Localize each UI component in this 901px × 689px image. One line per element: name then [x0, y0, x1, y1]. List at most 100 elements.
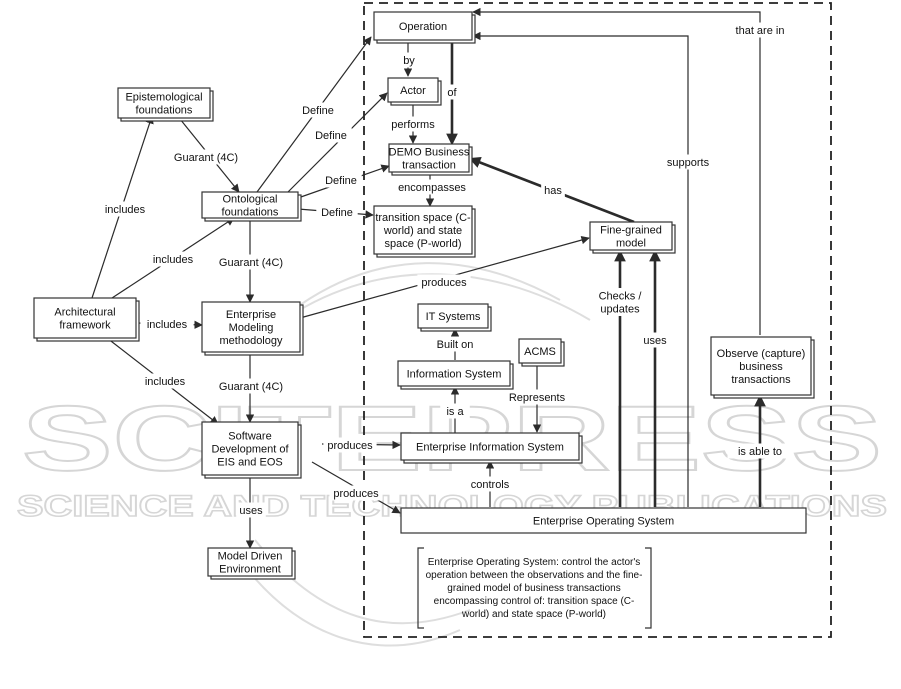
edge-observe-to-operation	[472, 7, 761, 335]
node-label: space (P-world)	[384, 238, 461, 250]
edge-label-bg	[236, 502, 266, 518]
node-information-system: Information System	[397, 360, 514, 390]
edge-label-controls: controls	[463, 476, 517, 492]
node-label: DEMO Business	[389, 147, 470, 159]
node-label: foundations	[222, 207, 279, 219]
edge-label-includes-1: includes	[98, 201, 152, 217]
edge-label-represents: Represents	[504, 389, 570, 405]
node-label: Information System	[407, 369, 502, 381]
edge-label-encompasses: encompasses	[396, 179, 468, 195]
edge-label-bg	[443, 84, 461, 100]
edge-label-includes-2: includes	[146, 251, 200, 267]
node-box	[33, 297, 137, 339]
edge-label-has: has	[541, 182, 565, 198]
edge-label-is-able-to: is able to	[727, 443, 793, 459]
node-label: Ontological	[222, 194, 277, 206]
edge-label-text: includes	[153, 254, 194, 266]
edge-label-bg	[140, 316, 194, 332]
node-box	[400, 507, 807, 534]
node-box	[589, 221, 673, 251]
node-label: Observe (capture)	[717, 348, 806, 360]
note-line: grained model of business transactions	[447, 583, 620, 594]
node-label: transition space (C-	[375, 212, 471, 224]
edge-label-bg	[396, 179, 468, 195]
node-box	[201, 191, 299, 219]
edge-label-bg	[727, 443, 793, 459]
node-label: Software	[228, 431, 271, 443]
system-boundary	[363, 2, 832, 638]
edge-label-text: uses	[643, 335, 667, 347]
node-label: Enterprise Information System	[416, 442, 564, 454]
node-label: Model Driven	[218, 551, 283, 563]
edge-label-text: supports	[667, 157, 710, 169]
edge-ontological-to-actor	[281, 92, 388, 199]
note-line: operation between the observations and t…	[426, 570, 643, 581]
node-it-systems: IT Systems	[417, 303, 492, 332]
node-label: Modeling	[229, 322, 274, 334]
node-label: Epistemological	[125, 92, 202, 104]
edge-label-text: Define	[325, 175, 357, 187]
node-label: transaction	[402, 160, 456, 172]
edge-label-text: Define	[302, 105, 334, 117]
node-box	[388, 143, 470, 173]
note-text: Enterprise Operating System: control the…	[426, 557, 643, 620]
node-box	[710, 336, 812, 396]
node-label: world) and state	[383, 225, 462, 237]
node-box	[207, 547, 293, 577]
edge-label-bg	[463, 476, 517, 492]
edge-label-bg	[167, 149, 245, 165]
edge-label-performs: performs	[386, 116, 440, 132]
edge-label-text: Define	[321, 207, 353, 219]
edge-label-define-4: Define	[316, 204, 358, 220]
node-label: ACMS	[524, 346, 556, 358]
edge-label-text: that are in	[736, 25, 785, 37]
edge-label-uses-1: uses	[236, 502, 266, 518]
edge-label-guarant-3: Guarant (4C)	[212, 378, 290, 394]
node-box	[373, 205, 473, 255]
edge-label-text: controls	[471, 479, 510, 491]
edge-label-bg	[98, 201, 152, 217]
edge-label-bg	[386, 116, 440, 132]
edge-label-uses-2: uses	[640, 332, 670, 348]
edge-label-bg	[400, 52, 418, 68]
edge-label-text: of	[447, 87, 457, 99]
node-box	[417, 303, 489, 329]
edge-label-bg	[593, 288, 647, 316]
edge-label-bg	[323, 437, 377, 453]
edge-label-text: Built on	[437, 339, 474, 351]
edge-label-define-1: Define	[297, 102, 339, 118]
edge-label-text: is able to	[738, 446, 782, 458]
node-label: EIS and EOS	[217, 457, 282, 469]
node-transition-space: transition space (C-world) and statespac…	[373, 205, 476, 258]
node-label: IT Systems	[426, 311, 481, 323]
edge-label-is-a: is a	[440, 403, 470, 419]
node-actor: Actor	[387, 77, 442, 106]
edge-label-produces-2: produces	[323, 437, 377, 453]
edge-label-text: produces	[421, 277, 467, 289]
edge-label-bg	[724, 22, 796, 38]
edge-label-text: encompasses	[398, 182, 466, 194]
node-operation: Operation	[373, 11, 476, 44]
node-label: methodology	[220, 335, 283, 347]
edge-label-bg	[428, 336, 482, 352]
node-label: Enterprise	[226, 309, 276, 321]
edge-label-text: Guarant (4C)	[219, 257, 283, 269]
edge-label-includes-4: includes	[138, 373, 192, 389]
edge-label-text: uses	[239, 505, 263, 517]
node-label: Enterprise Operating System	[533, 516, 674, 528]
edge-label-bg	[504, 389, 570, 405]
edge-label-bg	[316, 204, 358, 220]
edge-eos-supports-operation	[472, 31, 689, 507]
edge-label-text: produces	[333, 488, 379, 500]
note-annotation: Enterprise Operating System: control the…	[417, 547, 652, 629]
edge-label-bg	[640, 332, 670, 348]
note-line: encompassing control of: transition spac…	[434, 596, 635, 607]
edge-label-bg	[310, 127, 352, 143]
edge-label-text: Guarant (4C)	[174, 152, 238, 164]
edge-label-text: has	[544, 185, 562, 197]
edge-label-guarant-1: Guarant (4C)	[167, 149, 245, 165]
